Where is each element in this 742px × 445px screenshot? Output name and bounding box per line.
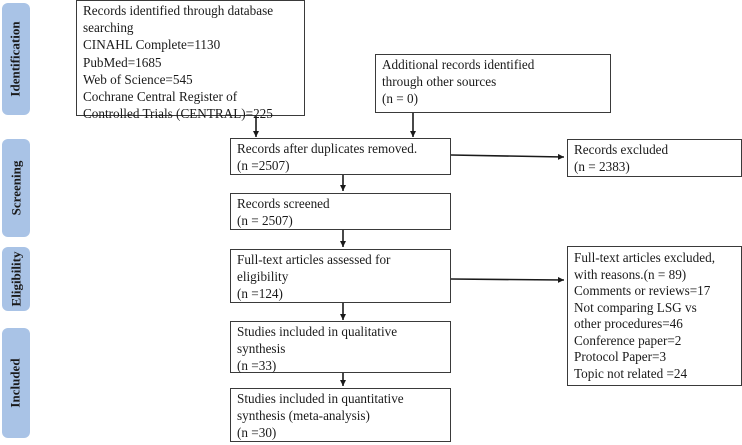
box-fulltext-assessed: Full-text articles assessed for eligibili… [230,249,451,303]
box-text-line: (n =2507) [237,158,290,174]
box-fulltext-excluded: Full-text articles excluded,with reasons… [567,246,742,386]
box-text-line: (n = 0) [382,91,419,107]
box-text-line: Controlled Trials (CENTRAL)=225 [83,106,273,122]
box-text-line: (n =33) [237,358,277,374]
box-text-line: CINAHL Complete=1130 [83,37,221,53]
stage-eligibility: Eligibility [2,247,30,311]
box-text-line: Web of Science=545 [83,71,193,87]
arrow-fulltext-to-excluded [450,276,565,283]
box-text-line: Topic not related =24 [574,365,688,381]
box-text-line: searching [83,20,134,36]
box-text-line: Full-text articles assessed for [237,252,391,267]
box-text-line: Cochrane Central Register of [83,89,238,105]
box-text-line: Full-text articles excluded, [574,250,715,265]
box-after-duplicates: Records after duplicates removed. (n =250… [230,138,451,175]
box-text-line: (n =30) [237,425,277,441]
box-qualitative-synthesis: Studies included in qualitative synthesis… [230,321,451,373]
box-text-line: Protocol Paper=3 [574,349,667,364]
box-text-line: through other sources [382,74,497,90]
box-text-line: Not comparing LSG vs [574,299,697,315]
box-text-line: Records after duplicates removed. [237,141,418,156]
box-text-line: Studies included in qualitative [237,324,398,339]
box-text-line: Studies included in quantitative [237,391,404,406]
box-text-line: synthesis (meta-analysis) [237,408,370,424]
stage-included: Included [2,328,30,438]
arrow-duplicates-to-excluded [450,153,565,160]
box-database-search: Records identified through database searc… [76,0,305,121]
box-text-line: (n = 2383) [574,159,630,175]
box-text-line: Records excluded [574,142,669,157]
box-text-line: synthesis [237,341,286,357]
box-text-line: Records identified through database [83,3,274,18]
box-text-line: with reasons.(n = 89) [574,266,687,282]
box-text-line: Conference paper=2 [574,332,682,348]
box-text-line: (n = 2507) [237,213,293,229]
box-records-screened: Records screened (n = 2507) [230,193,451,230]
box-text-line: PubMed=1685 [83,54,162,70]
box-quantitative-synthesis: Studies included in quantitative synthesi… [230,388,451,442]
box-text-line: (n =124) [237,286,283,302]
box-text-line: Comments or reviews=17 [574,283,711,298]
box-records-excluded: Records excluded (n = 2383) [567,139,742,177]
box-other-sources: Additional records identified through oth… [375,54,611,113]
box-text-line: Additional records identified [382,57,535,72]
box-text-line: eligibility [237,269,289,285]
stage-screening: Screening [2,139,30,237]
box-text-line: other procedures=46 [574,316,683,331]
box-text-line: Records screened [237,196,330,211]
stage-identification: Identification [2,3,30,115]
